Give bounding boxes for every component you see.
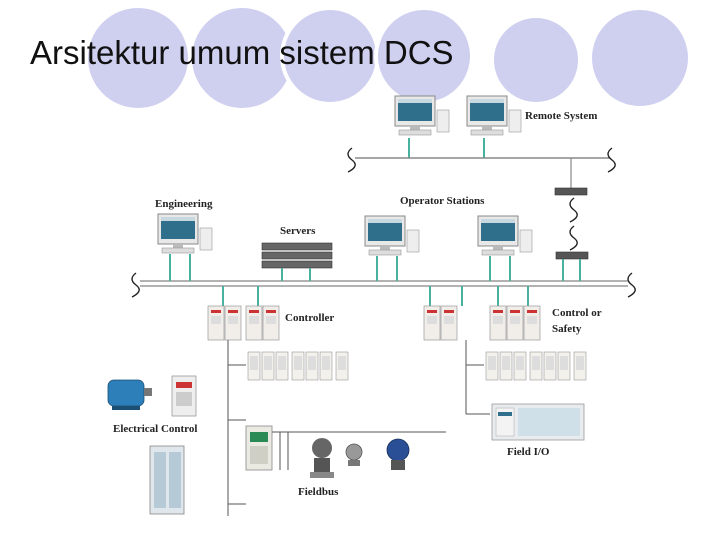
router-lower	[555, 251, 589, 260]
operator-station-2	[477, 215, 533, 256]
controller-module-1	[207, 305, 242, 341]
motor-icon	[107, 379, 152, 410]
label-field-io: Field I/O	[507, 446, 550, 458]
remote-system-station-1	[394, 95, 450, 136]
remote-system-station-2	[466, 95, 522, 136]
label-control-or-safety-line1: Control or	[552, 307, 602, 319]
safety-io-modules	[485, 351, 587, 381]
label-fieldbus: Fieldbus	[298, 486, 339, 498]
servers-rack	[261, 242, 333, 269]
drive-unit-icon	[171, 375, 197, 417]
label-operator-stations: Operator Stations	[400, 195, 485, 207]
operator-station-1	[364, 215, 420, 256]
fieldbus-valve-icon	[310, 438, 334, 478]
safety-controller-1	[423, 305, 458, 341]
label-engineering: Engineering	[155, 198, 213, 210]
label-controller: Controller	[285, 312, 334, 324]
decor-circle	[588, 6, 692, 110]
switchgear-cabinet	[149, 445, 185, 515]
field-io-rack	[491, 403, 585, 441]
slide-title: Arsitektur umum sistem DCS	[30, 34, 454, 71]
controller-module-2	[245, 305, 280, 341]
controller-io-modules	[247, 351, 349, 381]
safety-controller-2	[489, 305, 541, 341]
label-servers: Servers	[280, 225, 316, 237]
fieldbus-actuator-icon	[386, 438, 410, 470]
label-control-or-safety-line2: Safety	[552, 323, 582, 335]
control-network-bus	[140, 280, 628, 287]
decor-circle	[490, 14, 582, 106]
router-upper	[554, 187, 588, 196]
label-electrical-control: Electrical Control	[113, 423, 197, 435]
label-remote-system: Remote System	[525, 110, 597, 122]
fieldbus-transmitter-icon	[345, 443, 363, 466]
fieldbus-gateway	[245, 425, 273, 471]
engineering-station	[157, 213, 213, 254]
